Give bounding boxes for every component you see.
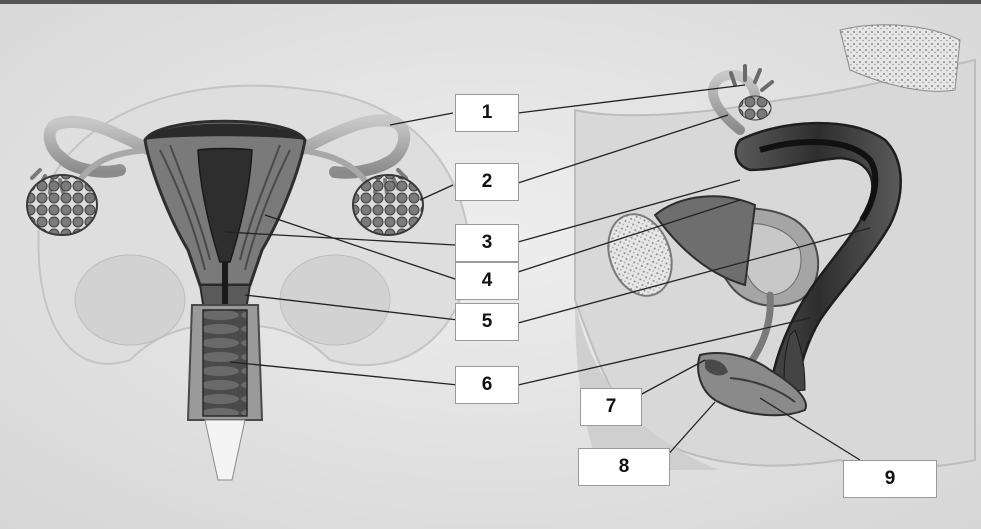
ovary-side [739,96,771,120]
label-box-4: 4 [455,262,519,300]
label-box-9: 9 [843,460,937,498]
ovary-left [27,175,97,235]
label-box-8: 8 [578,448,670,486]
ovary-right [353,175,423,235]
pelvis-foramen-right [280,255,390,345]
label-box-7: 7 [580,388,642,426]
cervical-canal [222,262,228,305]
pelvis-foramen-left [75,255,185,345]
label-box-1: 1 [455,94,519,132]
label-box-3: 3 [455,224,519,262]
label-box-5: 5 [455,303,519,341]
label-box-2: 2 [455,163,519,201]
top-border [0,0,981,4]
label-box-6: 6 [455,366,519,404]
